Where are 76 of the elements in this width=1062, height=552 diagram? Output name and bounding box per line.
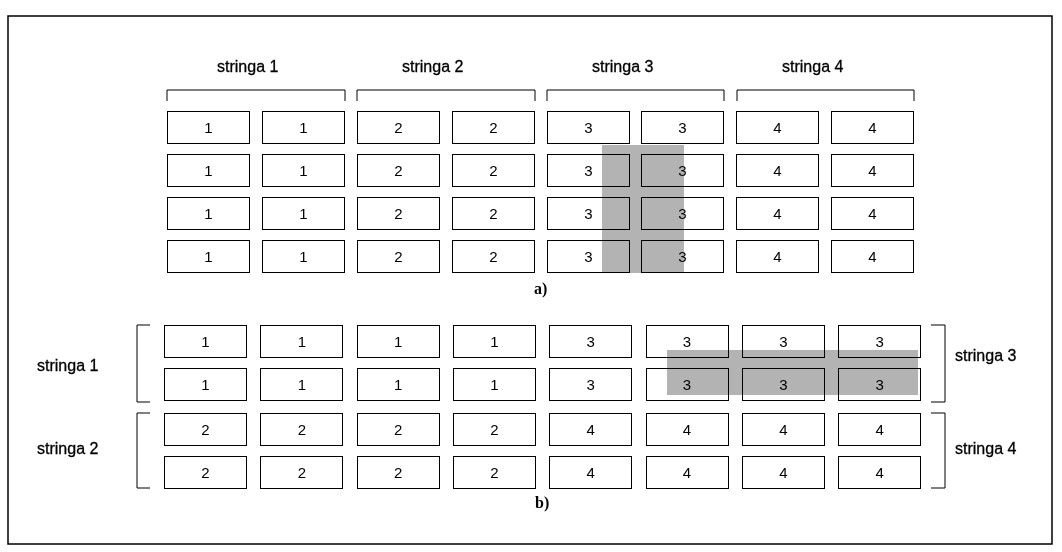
module-box: 1 bbox=[167, 154, 250, 187]
string-label: stringa 4 bbox=[782, 58, 844, 76]
module-box: 2 bbox=[357, 240, 440, 273]
module-box: 2 bbox=[260, 456, 344, 489]
module-box: 4 bbox=[736, 240, 819, 273]
module-box: 2 bbox=[452, 456, 536, 489]
module-box: 2 bbox=[164, 456, 247, 489]
module-box: 4 bbox=[736, 154, 819, 187]
module-box: 3 bbox=[547, 111, 630, 144]
module-box: 1 bbox=[262, 154, 345, 187]
module-box: 4 bbox=[838, 456, 922, 489]
module-box: 2 bbox=[260, 413, 344, 446]
module-box: 2 bbox=[452, 111, 535, 144]
module-box: 1 bbox=[452, 368, 536, 401]
string-label: stringa 3 bbox=[592, 58, 654, 76]
panel-caption: b) bbox=[535, 494, 550, 512]
module-box: 2 bbox=[452, 413, 536, 446]
module-box: 2 bbox=[164, 413, 247, 446]
panel-caption: a) bbox=[534, 280, 548, 298]
module-box: 3 bbox=[838, 368, 922, 401]
module-box: 4 bbox=[741, 413, 825, 446]
module-box: 1 bbox=[164, 368, 247, 401]
module-box: 4 bbox=[831, 197, 914, 230]
module-box: 4 bbox=[549, 456, 633, 489]
module-box: 3 bbox=[547, 197, 630, 230]
module-box: 2 bbox=[357, 154, 440, 187]
module-box: 4 bbox=[549, 413, 633, 446]
module-box: 1 bbox=[260, 368, 344, 401]
module-box: 2 bbox=[452, 240, 535, 273]
module-box: 4 bbox=[645, 456, 729, 489]
module-box: 1 bbox=[164, 325, 247, 358]
module-box: 2 bbox=[356, 456, 440, 489]
module-box: 3 bbox=[641, 111, 724, 144]
module-box: 3 bbox=[741, 368, 825, 401]
module-box: 3 bbox=[547, 240, 630, 273]
module-box: 1 bbox=[167, 111, 250, 144]
module-box: 1 bbox=[262, 240, 345, 273]
shaded-area bbox=[667, 350, 918, 395]
module-box: 3 bbox=[641, 240, 724, 273]
module-box: 1 bbox=[262, 197, 345, 230]
module-box: 1 bbox=[356, 325, 440, 358]
module-box: 3 bbox=[645, 368, 729, 401]
module-box: 2 bbox=[356, 413, 440, 446]
string-label: stringa 1 bbox=[37, 357, 99, 375]
module-box: 2 bbox=[357, 197, 440, 230]
module-box: 3 bbox=[641, 197, 724, 230]
string-label: stringa 3 bbox=[955, 347, 1017, 365]
module-box: 2 bbox=[357, 111, 440, 144]
string-label: stringa 2 bbox=[402, 58, 464, 76]
module-box: 2 bbox=[452, 154, 535, 187]
module-box: 1 bbox=[356, 368, 440, 401]
module-box: 4 bbox=[831, 111, 914, 144]
module-box: 3 bbox=[547, 154, 630, 187]
module-box: 4 bbox=[831, 154, 914, 187]
module-box: 4 bbox=[741, 456, 825, 489]
string-label: stringa 2 bbox=[37, 440, 99, 458]
string-label: stringa 4 bbox=[955, 440, 1017, 458]
module-box: 4 bbox=[736, 111, 819, 144]
module-box: 1 bbox=[262, 111, 345, 144]
module-box: 3 bbox=[549, 325, 633, 358]
module-box: 1 bbox=[452, 325, 536, 358]
module-box: 3 bbox=[549, 368, 633, 401]
module-box: 1 bbox=[167, 240, 250, 273]
module-box: 1 bbox=[167, 197, 250, 230]
module-box: 4 bbox=[645, 413, 729, 446]
module-box: 3 bbox=[838, 325, 922, 358]
module-box: 1 bbox=[260, 325, 344, 358]
module-box: 3 bbox=[741, 325, 825, 358]
module-box: 3 bbox=[645, 325, 729, 358]
module-box: 4 bbox=[831, 240, 914, 273]
shaded-area bbox=[602, 145, 684, 273]
module-box: 4 bbox=[736, 197, 819, 230]
module-box: 2 bbox=[452, 197, 535, 230]
string-label: stringa 1 bbox=[217, 58, 279, 76]
module-box: 4 bbox=[838, 413, 922, 446]
module-box: 3 bbox=[641, 154, 724, 187]
